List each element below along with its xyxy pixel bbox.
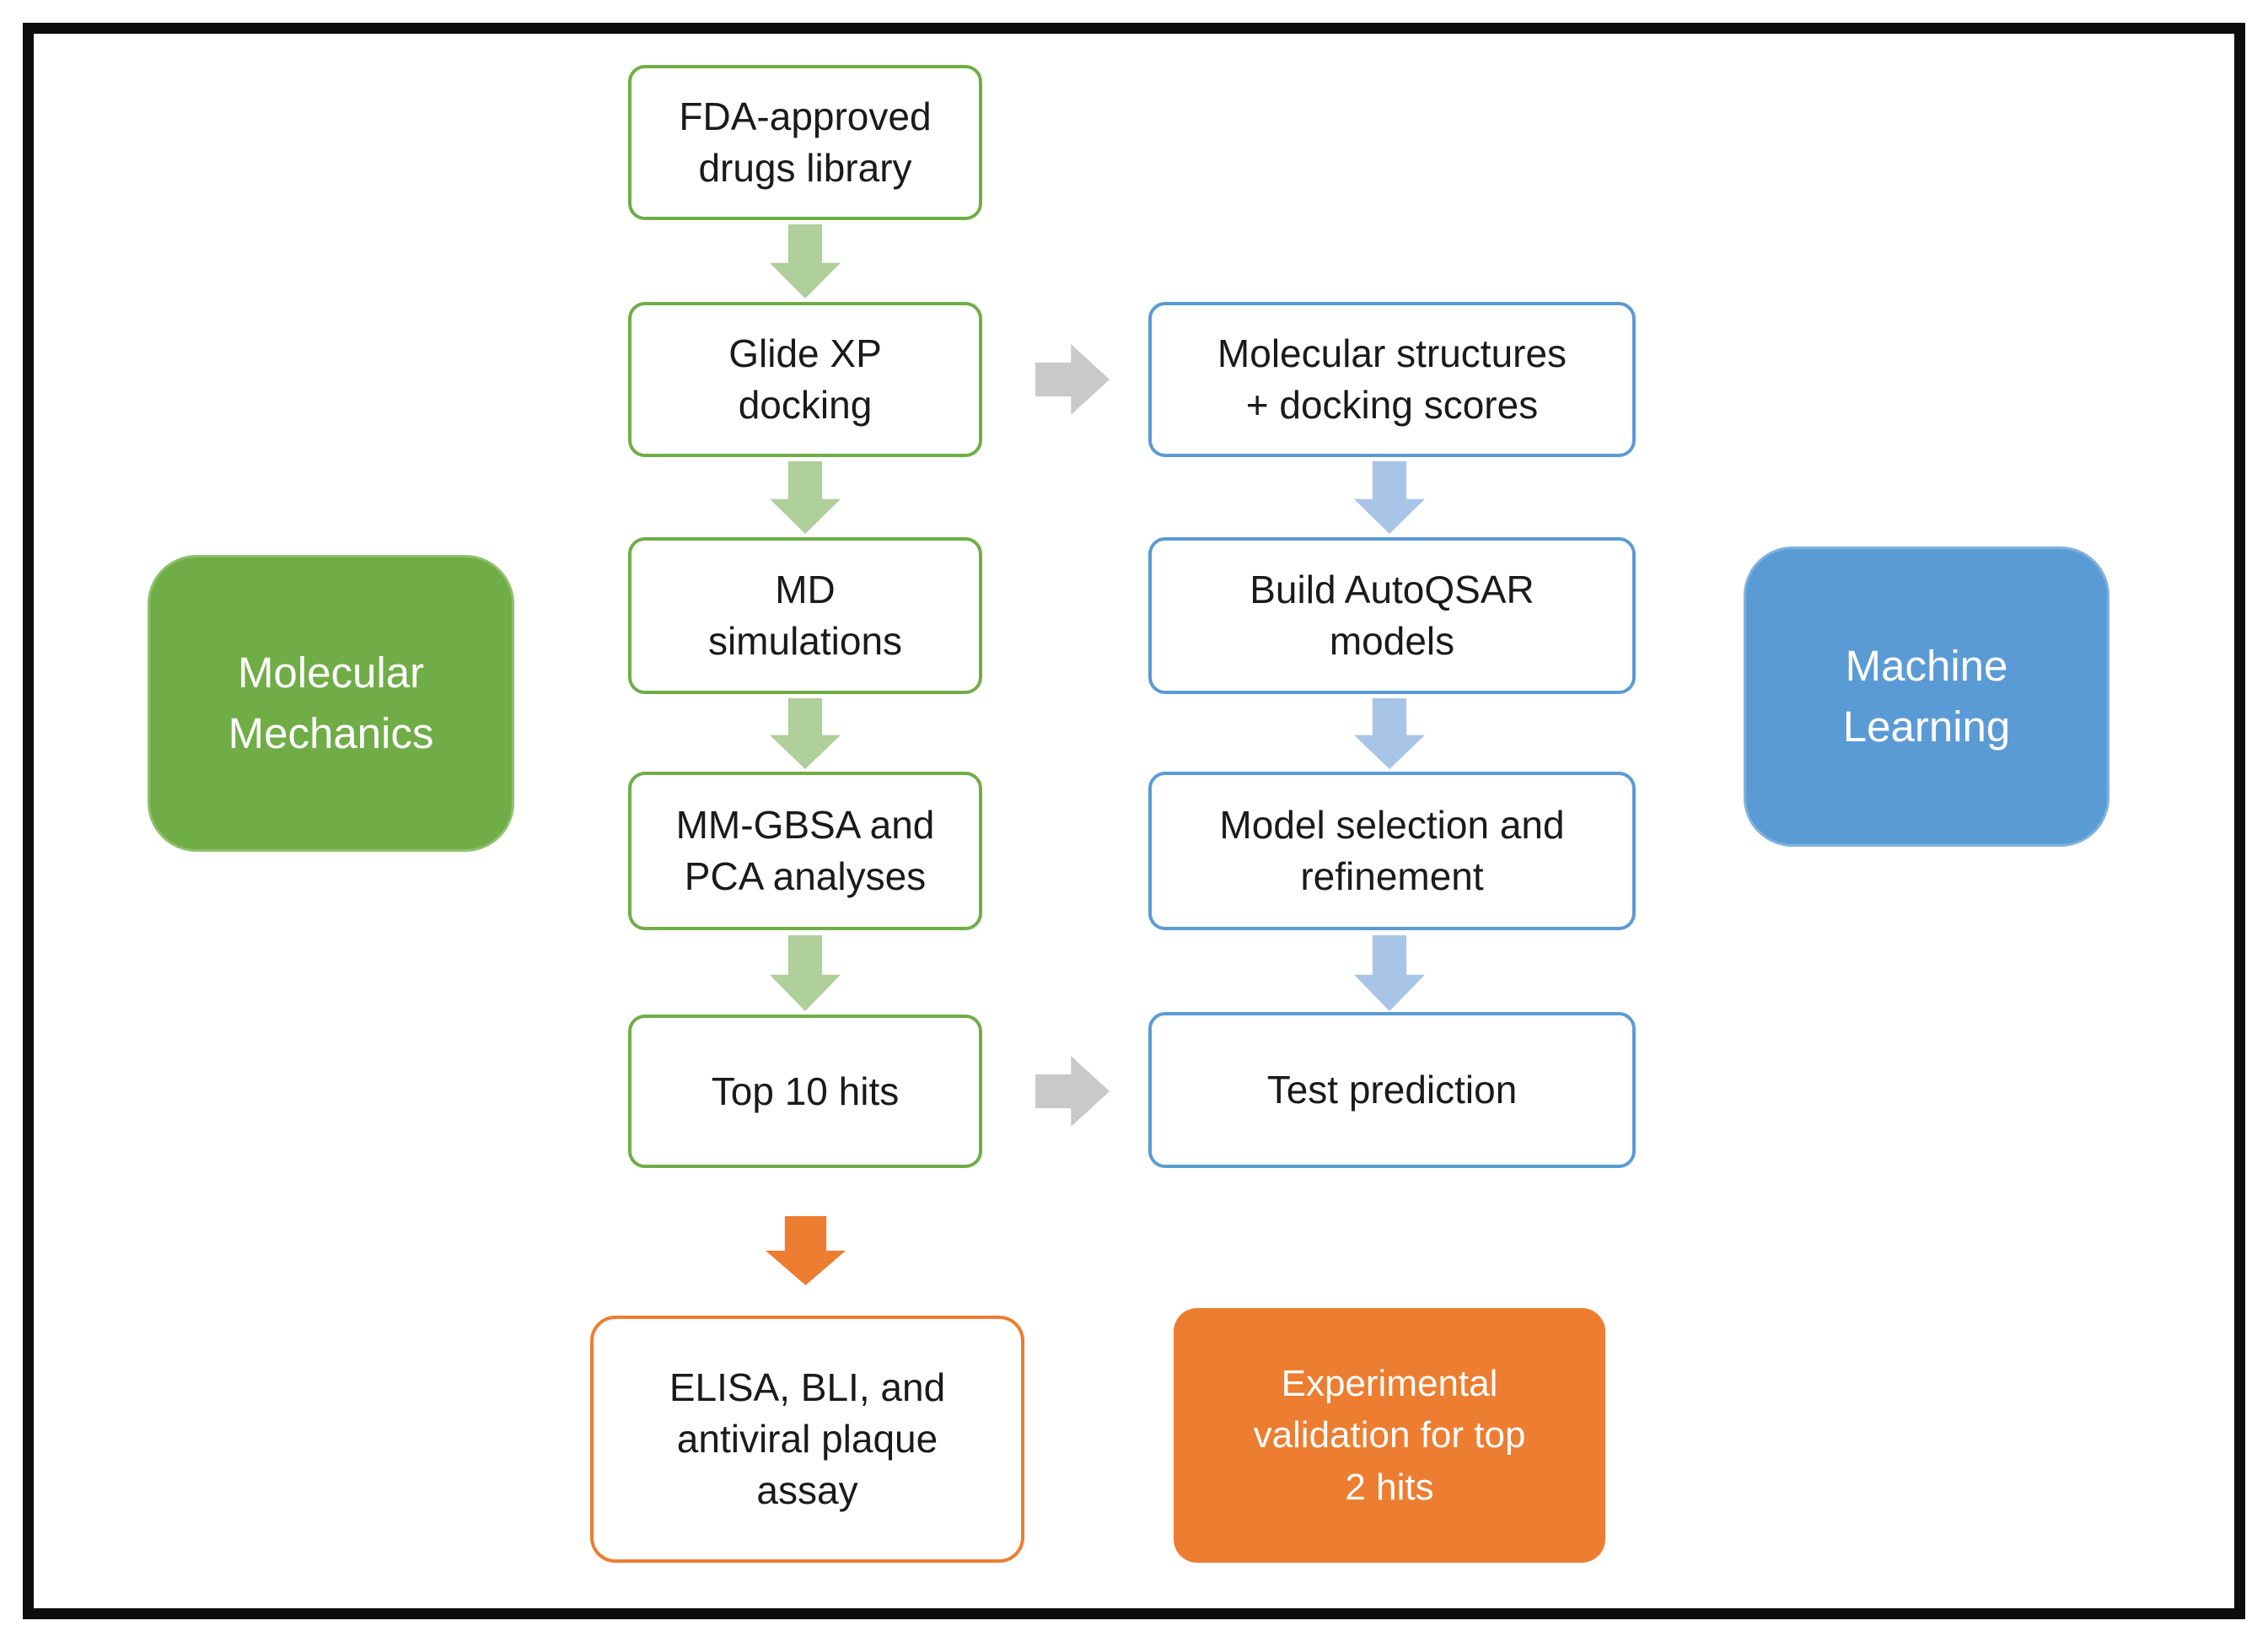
flow-box-model-selection: Model selection and refinement xyxy=(1148,772,1636,930)
flow-box-elisa-bli-assay: ELISA, BLI, and antiviral plaque assay xyxy=(590,1316,1024,1563)
flow-box-top-10-hits: Top 10 hits xyxy=(628,1015,982,1168)
flow-box-glide-docking: Glide XP docking xyxy=(628,302,982,457)
flow-box-test-prediction: Test prediction xyxy=(1148,1012,1636,1168)
track-label-machine-learning: Machine Learning xyxy=(1744,546,2109,847)
diagram-border-frame xyxy=(23,23,2245,1619)
flow-box-experimental-validation: Experimental validation for top 2 hits xyxy=(1174,1308,1605,1563)
flow-box-fda-library: FDA-approved drugs library xyxy=(628,65,982,220)
flow-box-mmgbsa-pca: MM-GBSA and PCA analyses xyxy=(628,772,982,930)
flow-box-md-simulations: MD simulations xyxy=(628,537,982,694)
flow-box-molecular-structures: Molecular structures + docking scores xyxy=(1148,302,1636,457)
track-label-molecular-mechanics: Molecular Mechanics xyxy=(148,555,514,852)
flow-box-build-autoqsar: Build AutoQSAR models xyxy=(1148,537,1636,694)
